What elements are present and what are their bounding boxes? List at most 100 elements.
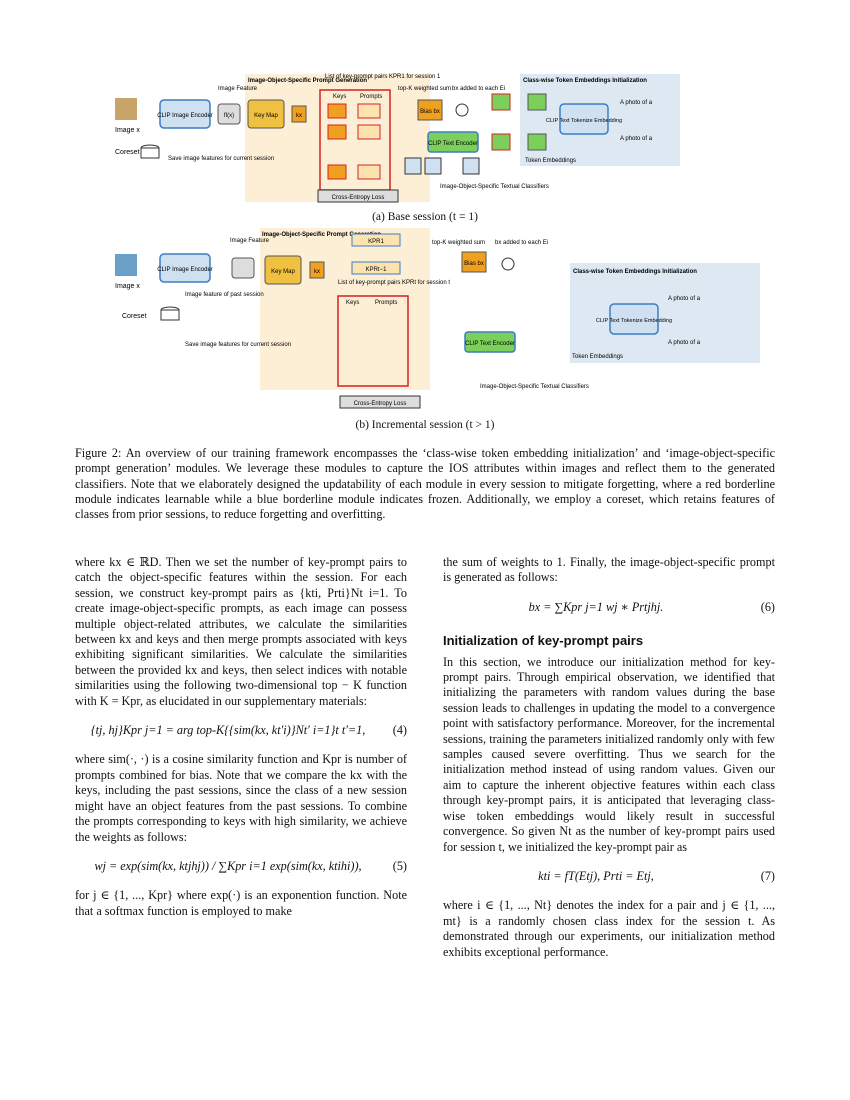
input-image-dog bbox=[115, 98, 137, 120]
equation-6-body: bx = ∑Kpr j=1 wj ∗ Prtjhj. bbox=[528, 599, 664, 614]
equation-5-body: wj = exp(sim(kx, ktjhj)) / ∑Kpr i=1 exp(… bbox=[94, 858, 362, 873]
kprt1-box bbox=[351, 261, 401, 275]
a-photo-of-3: A photo of a bbox=[668, 296, 701, 302]
kx-label-b: kx bbox=[314, 269, 320, 275]
image-feature-label-b: Image Feature bbox=[230, 238, 270, 244]
clip-image-encoder-label: CLIP Image Encoder bbox=[157, 113, 213, 119]
equation-7: kti = fT(Etj), Prti = Etj, (7) bbox=[443, 869, 775, 884]
kx-label: kx bbox=[296, 113, 302, 119]
prompt-generation-panel-b bbox=[260, 228, 430, 390]
clip-text-encoder-b bbox=[464, 331, 516, 353]
left-paragraph-3: for j ∈ {1, ..., Kpr} where exp(·) is an… bbox=[75, 888, 407, 918]
image-x-label: Image x bbox=[115, 127, 140, 134]
ios-classifiers-label-b: Image-Object-Specific Textual Classifier… bbox=[480, 384, 589, 390]
left-paragraph-1: where kx ∈ ℝD. Then we set the number of… bbox=[75, 555, 407, 708]
a-photo-of-1: A photo of a bbox=[620, 100, 653, 106]
bias-box-b bbox=[461, 251, 487, 273]
a-photo-of-4: A photo of a bbox=[668, 340, 701, 346]
kx-box-b bbox=[309, 261, 325, 279]
equation-6-number: (6) bbox=[760, 599, 775, 614]
figure-incremental-session: Image x CLIP Image Encoder Image Feature… bbox=[115, 228, 760, 409]
add-operator-icon bbox=[455, 103, 469, 117]
bx-added-label-b: bx added to each Ei bbox=[495, 240, 548, 246]
kprt1-label: KPRt−1 bbox=[366, 267, 388, 273]
right-paragraph-1: the sum of weights to 1. Finally, the im… bbox=[443, 555, 775, 585]
fi-x-label: fI(x) bbox=[224, 113, 234, 119]
kp-list-label: List of key-prompt pairs KPR1 for sessio… bbox=[325, 74, 441, 80]
kx-box bbox=[291, 105, 307, 123]
prompts-label: Prompts bbox=[360, 94, 382, 100]
clip-text-tokenize-embedding-b bbox=[609, 303, 659, 335]
topk-label: top-K weighted sum bbox=[398, 86, 451, 92]
cross-entropy-loss-b bbox=[339, 395, 421, 409]
right-paragraph-3: where i ∈ {1, ..., Nt} denotes the index… bbox=[443, 898, 775, 959]
equation-5-number: (5) bbox=[392, 858, 407, 873]
save-features-label-b: Save image features for current session bbox=[185, 342, 291, 348]
image-x-label-b: Image x bbox=[115, 283, 140, 290]
left-paragraph-2: where sim(·, ·) is a cosine similarity f… bbox=[75, 752, 407, 844]
bias-label-b: Bias bx bbox=[464, 261, 484, 267]
equation-7-number: (7) bbox=[760, 868, 775, 883]
right-column: the sum of weights to 1. Finally, the im… bbox=[443, 555, 775, 960]
equation-7-body: kti = fT(Etj), Prti = Etj, bbox=[538, 868, 654, 883]
cross-entropy-label-b: Cross-Entropy Loss bbox=[354, 401, 407, 407]
equation-4-number: (4) bbox=[392, 723, 407, 738]
subcaption-b: (b) Incremental session (t > 1) bbox=[355, 419, 495, 431]
class-init-panel-b bbox=[570, 263, 760, 363]
key-prompt-cells bbox=[327, 103, 381, 180]
coreset-label-b: Coreset bbox=[122, 313, 147, 320]
clip-text-encoder bbox=[427, 131, 479, 153]
coreset-label: Coreset bbox=[115, 149, 140, 156]
clip-image-encoder bbox=[159, 99, 211, 129]
token-embeddings-label-b: Token Embeddings bbox=[572, 354, 623, 360]
bias-box bbox=[417, 99, 443, 121]
textual-classifier-cells bbox=[404, 157, 480, 175]
a-photo-of-2: A photo of a bbox=[620, 136, 653, 142]
key-prompt-list-b bbox=[337, 295, 409, 387]
tokenize-label: CLIP Text Tokenize Embedding bbox=[546, 118, 622, 124]
clip-image-encoder-b bbox=[159, 253, 211, 283]
bx-added-label: bx added to each Ei bbox=[452, 86, 505, 92]
prompts-label-b: Prompts bbox=[375, 300, 397, 306]
key-map-label-b: Key Map bbox=[271, 269, 295, 275]
class-init-title: Class-wise Token Embeddings Initializati… bbox=[523, 78, 647, 84]
kpr1-label: KPR1 bbox=[368, 239, 384, 245]
tokenize-label-b: CLIP Text Tokenize Embedding bbox=[596, 318, 672, 324]
key-map-label: Key Map bbox=[254, 113, 278, 119]
equation-6: bx = ∑Kpr j=1 wj ∗ Prtjhj. (6) bbox=[443, 600, 775, 615]
save-features-label: Save image features for current session bbox=[168, 156, 274, 162]
right-paragraph-2: In this section, we introduce our initia… bbox=[443, 654, 775, 854]
figure-base-session: Image x CLIP Image Encoder fI(x) Image F… bbox=[115, 74, 680, 203]
keys-label: Keys bbox=[333, 94, 346, 100]
figure-caption: Figure 2: An overview of our training fr… bbox=[75, 446, 775, 522]
input-image-bird bbox=[115, 254, 137, 276]
coreset-icon bbox=[140, 144, 160, 159]
fx-box-b bbox=[231, 257, 255, 279]
keys-label-b: Keys bbox=[346, 300, 359, 306]
kpr1-box bbox=[351, 233, 401, 247]
image-feature-past-label: Image feature of past session bbox=[185, 292, 264, 298]
key-map-box bbox=[247, 99, 285, 129]
prompt-generation-title: Image-Object-Specific Prompt Generation bbox=[248, 78, 367, 84]
equation-4-body: {tj, hj}Kpr j=1 = arg top-K{{sim(kx, kt′… bbox=[90, 723, 366, 738]
coreset-icon-b bbox=[160, 306, 180, 321]
key-map-box-b bbox=[264, 255, 302, 285]
clip-text-encoder-label-b: CLIP Text Encoder bbox=[465, 341, 515, 347]
add-operator-icon-b bbox=[501, 257, 515, 271]
ios-classifiers-label: Image-Object-Specific Textual Classifier… bbox=[440, 184, 549, 190]
bias-label: Bias bx bbox=[420, 109, 440, 115]
cross-entropy-loss bbox=[317, 189, 399, 203]
subcaption-a: (a) Base session (t = 1) bbox=[372, 211, 478, 223]
left-column: where kx ∈ ℝD. Then we set the number of… bbox=[75, 555, 407, 919]
kp-list-label-b: List of key-prompt pairs KPRt for sessio… bbox=[338, 280, 450, 286]
clip-text-tokenize-embedding bbox=[559, 103, 609, 135]
token-embedding-cells bbox=[491, 93, 547, 151]
token-embeddings-label: Token Embeddings bbox=[525, 158, 576, 164]
clip-image-encoder-label-b: CLIP Image Encoder bbox=[157, 267, 213, 273]
image-feature-label: Image Feature bbox=[218, 86, 258, 92]
topk-label-b: top-K weighted sum bbox=[432, 240, 485, 246]
equation-5: wj = exp(sim(kx, ktjhj)) / ∑Kpr i=1 exp(… bbox=[75, 859, 407, 874]
prompt-generation-title-b: Image-Object-Specific Prompt Generation bbox=[262, 232, 381, 238]
class-init-title-b: Class-wise Token Embeddings Initializati… bbox=[573, 269, 697, 275]
